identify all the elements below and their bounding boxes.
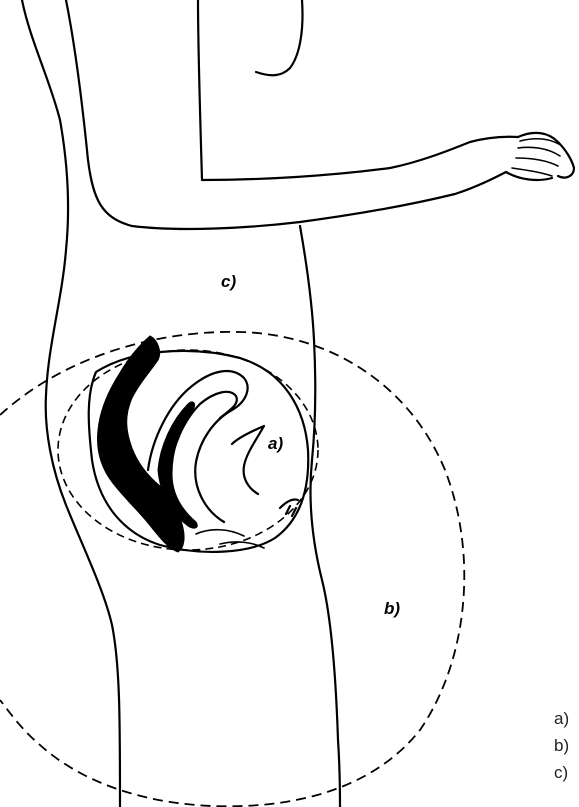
bottom-fold-line xyxy=(196,530,264,548)
outer-dashed-boundary xyxy=(0,332,464,806)
protrusion-structure xyxy=(232,426,298,516)
legend-item-c: c) xyxy=(554,759,569,786)
zone-label-c: c) xyxy=(221,272,236,291)
arm-lower-outline xyxy=(198,0,518,180)
legend-item-b: b) xyxy=(554,732,569,759)
arm-upper-outline xyxy=(66,0,506,229)
finger-lines xyxy=(512,139,562,176)
zone-label-a: a) xyxy=(268,434,283,453)
legend-item-a: a) xyxy=(554,705,569,732)
zone-label-b: b) xyxy=(384,599,400,618)
shoulder-outline xyxy=(256,0,303,75)
front-outline xyxy=(300,226,340,807)
legend: a) b) c) xyxy=(554,705,569,786)
